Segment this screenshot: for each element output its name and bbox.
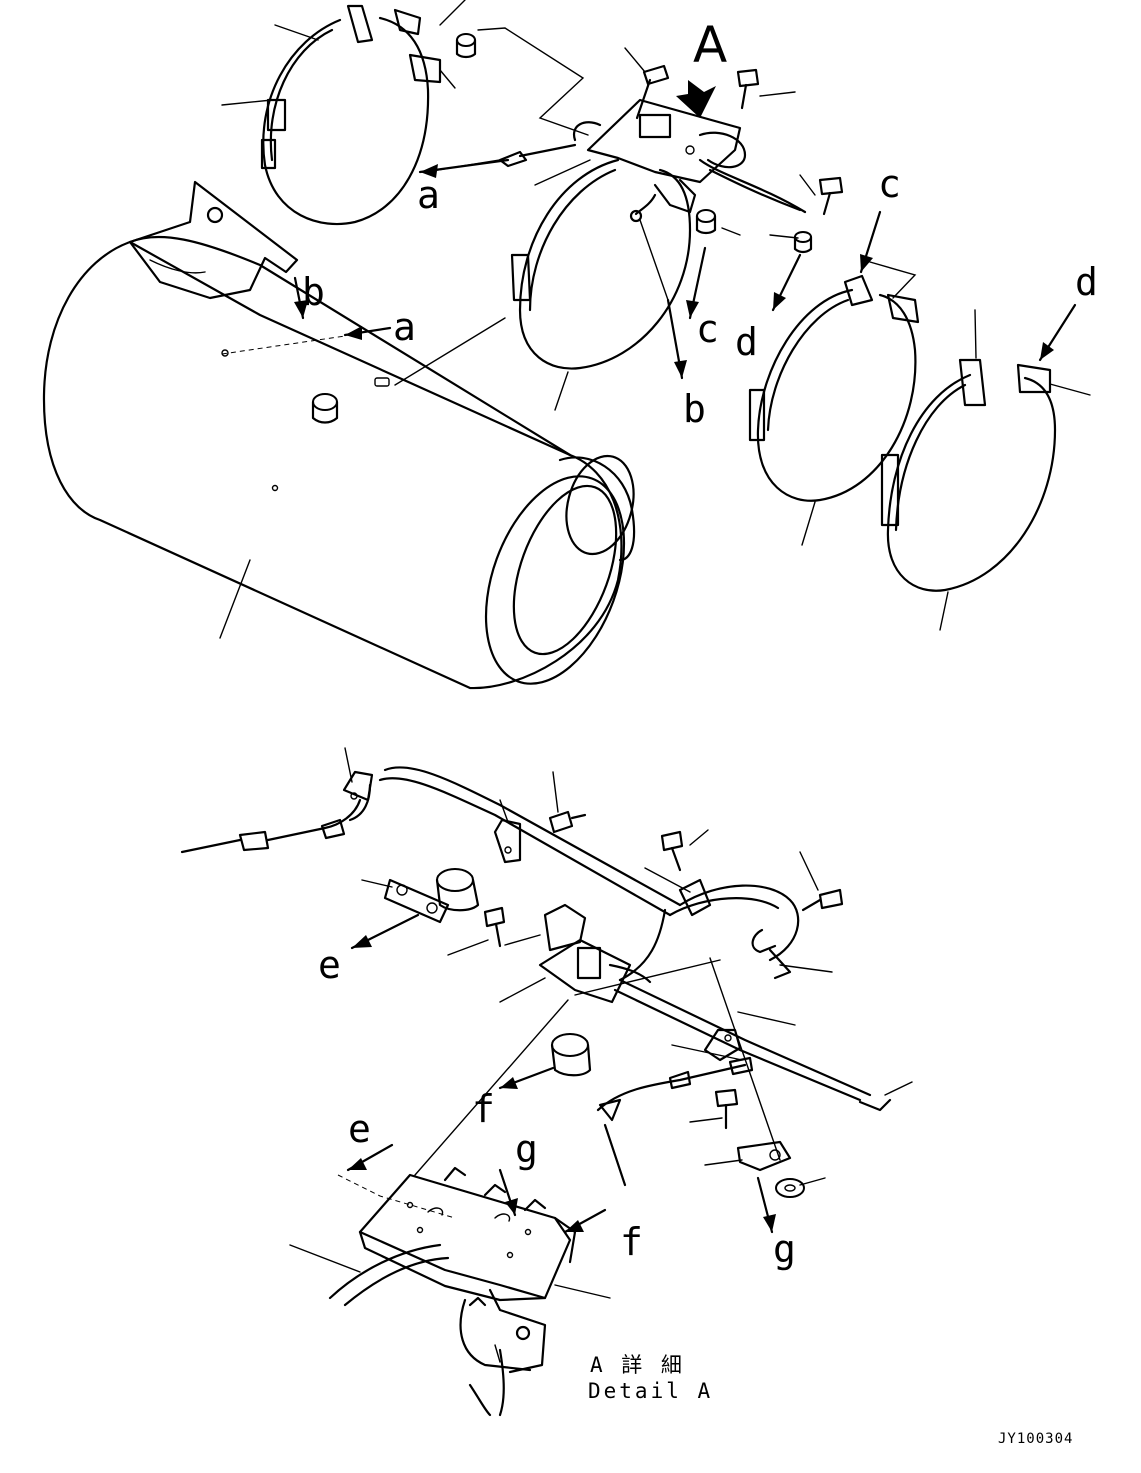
collar-1 [455, 33, 477, 59]
bracket-g [736, 1140, 792, 1172]
muffler-canister [42, 180, 636, 690]
bolt-2 [736, 68, 760, 110]
spacer-f [550, 1033, 592, 1077]
harness-clip-1 [342, 770, 374, 802]
plate-e [383, 878, 450, 924]
sensor-bracket-assembly [572, 98, 807, 214]
harness-clip-3 [678, 878, 712, 917]
leader-lines-upper [219, 0, 1091, 639]
detail-a-bracket [328, 1166, 577, 1417]
clamp-band-4 [880, 358, 1057, 592]
label-c-1: c [696, 307, 719, 351]
callout-labels: A a a b b c c d d e e f f g g A 詳 細 Deta… [302, 16, 1098, 1447]
clamp-band-1 [260, 4, 442, 226]
label-f-1: f [472, 1087, 495, 1131]
label-e-1: e [318, 943, 341, 987]
harness-main [348, 766, 872, 1102]
clamp-band-3 [748, 274, 920, 502]
washer [775, 1178, 805, 1198]
label-view-marker: A [693, 16, 727, 74]
caption-jp: A 詳 細 [590, 1353, 685, 1377]
caption-en: Detail A [588, 1379, 713, 1403]
sensor-wire-right [596, 1056, 754, 1187]
label-f-2: f [620, 1220, 643, 1264]
nut-b [311, 393, 339, 424]
label-g-2: g [773, 1227, 796, 1271]
harness-clip-2 [493, 818, 522, 864]
sensor-probe-b [629, 193, 669, 301]
label-b-1: b [302, 270, 325, 314]
bolt-1 [635, 64, 670, 120]
bolt-lower-4 [483, 906, 506, 948]
arrows-upper [293, 80, 1077, 380]
drawing-code: JY100304 [998, 1431, 1073, 1447]
label-a-2: a [393, 305, 416, 349]
label-c-2: c [878, 162, 901, 206]
harness-clip-4 [751, 928, 792, 980]
label-g-1: g [515, 1127, 538, 1171]
bolt-lower-3 [801, 888, 844, 912]
label-d-1: d [735, 320, 758, 364]
collar-d [793, 231, 813, 254]
sensor-wire-left [180, 798, 362, 854]
label-e-2: e [348, 1107, 371, 1151]
leader-lines-lower [289, 747, 913, 1363]
bolt-lower-5 [714, 1088, 739, 1130]
bolt-3 [818, 176, 844, 216]
bolt-lower-2 [660, 830, 684, 872]
collar-c [695, 209, 717, 235]
label-d-2: d [1075, 260, 1098, 304]
bolt-lower-1 [548, 810, 587, 834]
connector-module [538, 903, 892, 1112]
label-a-1: a [417, 173, 440, 217]
label-b-2: b [683, 387, 706, 431]
spacer-1 [435, 868, 480, 912]
arrows-lower [346, 913, 776, 1234]
clamp-band-2 [510, 158, 692, 370]
